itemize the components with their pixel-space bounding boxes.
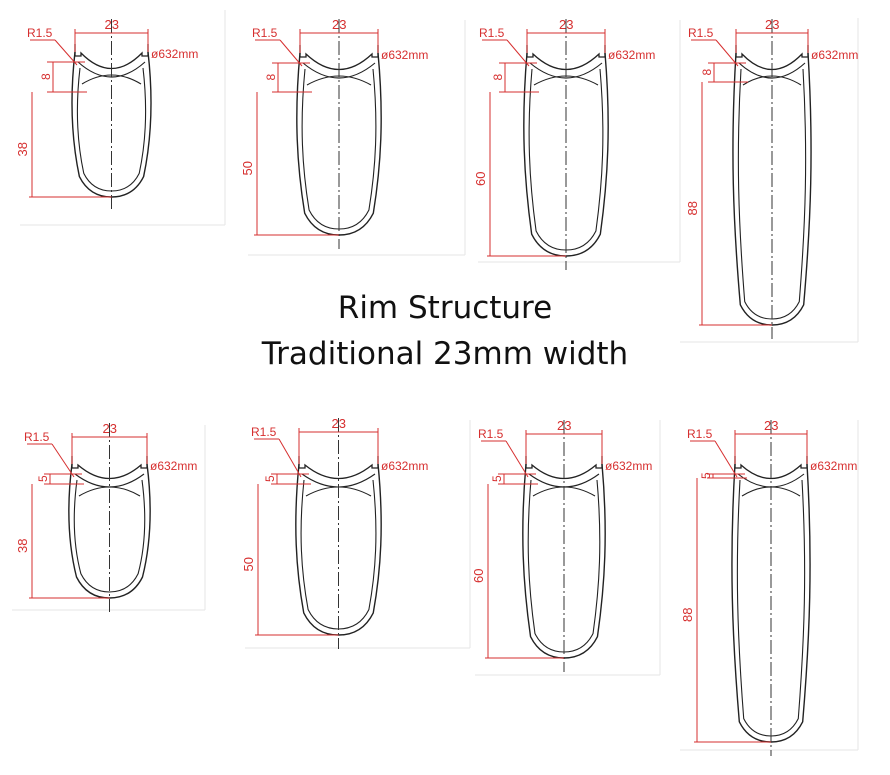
radius-label: R1.5: [688, 26, 714, 40]
rim-profile-bottom-38: 23 ø632mm R1.5 5 38: [12, 421, 206, 612]
diameter-label: ø632mm: [810, 459, 857, 473]
hook-label: 8: [491, 74, 505, 81]
rim-inner-wall: [737, 68, 807, 320]
depth-label: 88: [680, 608, 695, 622]
hook-label: 8: [700, 69, 714, 76]
width-label: 23: [764, 418, 778, 433]
rim-inner-wall: [73, 479, 146, 593]
hook-label: 8: [39, 73, 53, 80]
depth-label: 50: [240, 161, 255, 175]
depth-label: 50: [241, 557, 256, 571]
radius-label: R1.5: [479, 26, 505, 40]
title-block: Rim Structure Traditional 23mm width: [180, 285, 710, 377]
diagram-subtitle: Traditional 23mm width: [261, 336, 629, 372]
diameter-label: ø632mm: [381, 459, 428, 473]
radius-leader: [506, 39, 530, 67]
diagram-title: Rim Structure: [337, 290, 553, 326]
rim-profile-bottom-88: 23 ø632mm R1.5 5 88: [680, 418, 859, 756]
radius-leader: [715, 39, 739, 67]
rim-hook-bed: [734, 456, 808, 479]
rim-profile-top-50: 23 ø632mm R1.5 8 50: [240, 17, 466, 256]
hook-label: 5: [490, 475, 504, 482]
rim-profile-top-38: 23 ø632mm R1.5 8 38: [15, 10, 226, 226]
width-label: 23: [557, 418, 571, 433]
rim-bed-inner: [529, 62, 603, 79]
width-label: 23: [103, 421, 117, 436]
radius-leader: [279, 39, 303, 67]
rim-profile-top-60: 23 ø632mm R1.5 8 60: [473, 17, 681, 270]
width-label: 23: [332, 416, 346, 431]
rim-profile-bottom-60: 23 ø632mm R1.5 5 60: [471, 418, 661, 676]
diameter-label: ø632mm: [150, 459, 197, 473]
radius-leader: [505, 440, 529, 478]
hook-label: 5: [699, 472, 713, 479]
rim-inner-top: [78, 486, 141, 497]
rim-bed-inner: [302, 62, 376, 79]
depth-label: 88: [685, 201, 700, 215]
radius-label: R1.5: [251, 425, 277, 439]
diameter-label: ø632mm: [151, 47, 198, 61]
diameter-label: ø632mm: [608, 48, 655, 62]
radius-leader: [714, 440, 738, 478]
depth-label: 60: [471, 569, 486, 583]
diameter-label: ø632mm: [811, 48, 858, 62]
rim-hook-bed: [525, 456, 603, 479]
hook-label: 8: [264, 74, 278, 81]
width-label: 23: [105, 17, 119, 32]
hook-label: 5: [263, 475, 277, 482]
radius-label: R1.5: [24, 430, 50, 444]
radius-leader: [51, 443, 75, 478]
radius-label: R1.5: [478, 427, 504, 441]
rim-profile-bottom-50: 23 ø632mm R1.5 5 50: [241, 416, 471, 649]
diameter-label: ø632mm: [381, 48, 428, 62]
radius-label: R1.5: [687, 427, 713, 441]
depth-label: 60: [473, 172, 488, 186]
radius-label: R1.5: [252, 26, 278, 40]
rim-hook-bed: [298, 456, 379, 479]
width-label: 23: [765, 17, 779, 32]
width-label: 23: [559, 17, 573, 32]
width-label: 23: [332, 17, 346, 32]
radius-label: R1.5: [27, 26, 53, 40]
radius-leader: [278, 438, 302, 478]
hook-label: 5: [36, 475, 50, 482]
radius-leader: [54, 39, 78, 66]
diameter-label: ø632mm: [605, 459, 652, 473]
rim-bed-inner: [738, 62, 806, 79]
depth-label: 38: [15, 142, 30, 156]
depth-label: 38: [15, 539, 30, 553]
